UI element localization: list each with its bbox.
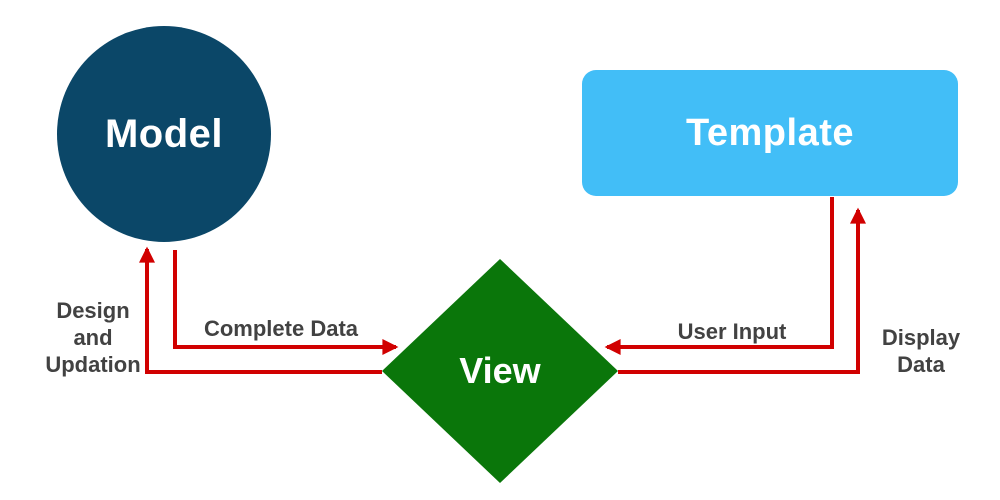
edge-label-design-and-updation: Design and Updation <box>27 297 159 378</box>
edge-label-display-data: Display Data <box>861 324 981 378</box>
edge-label-user-input: User Input <box>657 318 807 345</box>
edge-label-line: Updation <box>45 352 141 377</box>
view-node-label: View <box>459 350 541 391</box>
edge-label-line: Design <box>56 298 130 323</box>
template-node: Template <box>582 70 958 196</box>
edge-label-line: and <box>73 325 113 350</box>
arrow-view-to-model <box>139 246 382 374</box>
arrow-model-to-view <box>173 250 399 355</box>
arrow-template-to-view <box>604 197 834 355</box>
edge-label-line: Display <box>881 325 961 350</box>
view-node: View <box>382 259 618 483</box>
template-node-label: Template <box>685 111 854 154</box>
edge-label-line: Complete Data <box>203 316 359 341</box>
edge-label-line: Data <box>897 352 945 377</box>
edge-label-line: User Input <box>677 319 787 344</box>
diamond-shape <box>382 259 618 483</box>
model-node-label: Model <box>104 111 224 156</box>
arrow-view-to-template <box>618 207 866 374</box>
model-node: Model <box>57 26 271 242</box>
edge-label-complete-data: Complete Data <box>181 315 381 342</box>
